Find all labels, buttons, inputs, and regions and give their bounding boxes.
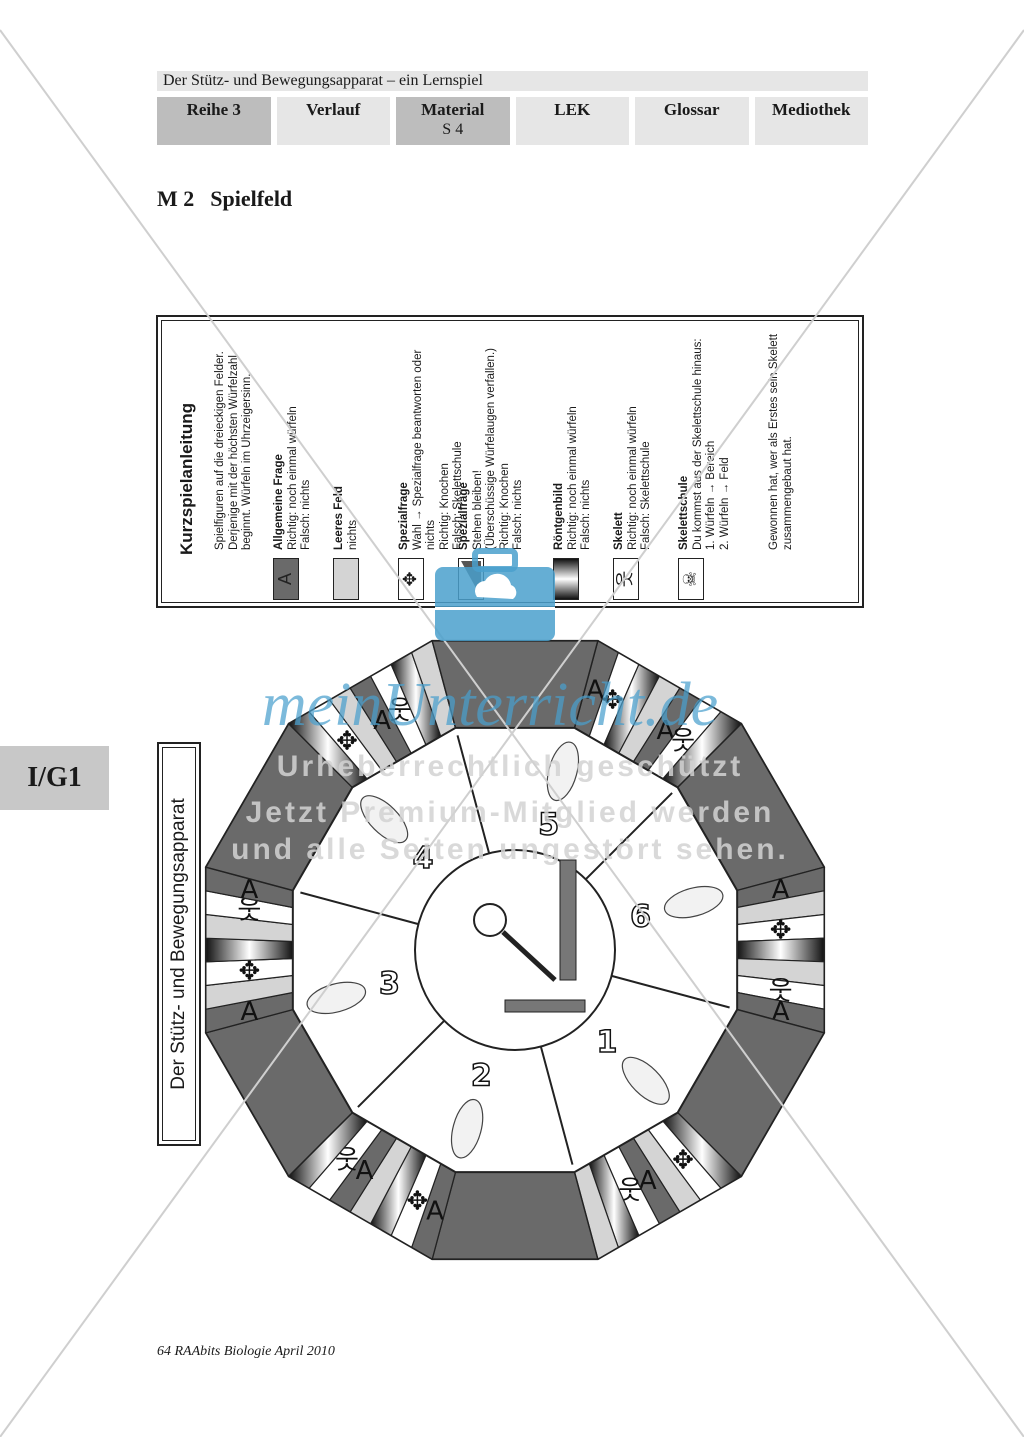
board-title-box: Der Stütz- und Bewegungsapparat [157,742,201,1146]
section-name: Spielfeld [210,186,293,211]
section-title: M 2 Spielfeld [157,186,292,212]
legend-name: Skelettschule [678,475,690,550]
legend-line: Richtig: noch einmal würfeln [626,406,639,550]
rules-title: Kurzspielanleitung [177,402,196,555]
legend-line: Richtig: noch einmal würfeln [286,406,299,550]
legend-name: Spezialfrage [458,482,470,550]
legend-line: Richtig: Knochen [438,463,451,550]
sector-number-4: 4 [413,841,434,876]
section-number: M 2 [157,186,195,211]
skeleton-skull-icon [473,903,507,937]
sector-number-6: 6 [630,899,651,934]
tab-label: Material [421,100,485,119]
tab-label: Reihe 3 [186,100,241,119]
legend-line: Wahl → Spezialfrage beantworten oder nic… [411,349,438,550]
legend-name: Röntgenbild [553,482,565,550]
general-question-icon: A [426,1197,444,1227]
legend-line: Falsch: nichts [580,479,592,550]
legend-name: Leeres Feld [333,486,345,550]
document-title: Der Stütz- und Bewegungsapparat – ein Le… [157,71,868,91]
legend-name: Spezialfrage [398,482,410,550]
tab-label: Verlauf [306,100,361,119]
tab-label: LEK [554,100,591,119]
legend-line: Stehen bleiben! [471,470,484,550]
empty-swatch-icon [333,558,359,600]
rules-intro: Spielfiguren auf die dreieckigen Felder.… [214,351,253,550]
rules-closing: Gewonnen hat, wer als Erstes sein Skelet… [768,270,795,550]
closing-text: Gewonnen hat, wer als Erstes sein Skelet… [768,333,794,550]
chair-back-icon [559,859,577,981]
four-arrows-icon: ✥ [398,558,424,600]
legend-name: Allgemeine Frage [273,454,285,550]
board-field-grad [736,937,825,963]
board-field-grad [205,937,294,963]
tab-lek[interactable]: LEK [515,97,629,145]
a-swatch-icon: A [273,558,299,600]
legend-line: Du kommst aus der Skelettschule hinaus: [691,338,704,550]
tab-label: Glossar [663,100,720,119]
legend-line: nichts [346,519,359,550]
series-side-tab: I/G1 [0,746,109,810]
page-footer: 64 RAAbits Biologie April 2010 [157,1344,335,1359]
board-title: Der Stütz- und Bewegungsapparat [168,798,189,1090]
tab-page-number: S 4 [442,121,464,138]
legend-line: (Überschüssige Würfelaugen verfallen.) [485,348,497,550]
center-circle [414,849,616,1051]
sector-number-1: 1 [596,1025,617,1060]
legend-line: 1. Würfeln → Bereich [705,440,717,550]
legend-name: Skelett [613,512,625,550]
legend-line: Falsch: Skelettschule [640,441,652,550]
corner-start-field [431,1171,599,1260]
tab-glossar[interactable]: Glossar [635,97,749,145]
legend-line: Richtig: Knochen [498,463,511,550]
tab-material[interactable]: Material S 4 [396,97,510,145]
watermark-briefcase-icon [435,548,555,641]
tab-label: Mediothek [772,100,851,119]
tab-verlauf[interactable]: Verlauf [276,97,390,145]
legend-line: 2. Würfeln → Feld [718,457,731,550]
skeleton-school-icon: ☠ [678,558,704,600]
chair-seat-icon [504,999,586,1013]
tab-reihe[interactable]: Reihe 3 [157,97,271,145]
sector-number-5: 5 [538,807,559,842]
legend-line: Richtig: noch einmal würfeln [566,406,579,550]
stick-figure-icon: 웃 [613,558,639,600]
tab-mediothek[interactable]: Mediothek [754,97,868,145]
legend-line: Falsch: nichts [300,479,312,550]
corner-start-field [431,640,599,729]
sector-number-3: 3 [379,967,400,1002]
sector-number-2: 2 [471,1059,492,1094]
legend-line: Falsch: nichts [512,479,524,550]
